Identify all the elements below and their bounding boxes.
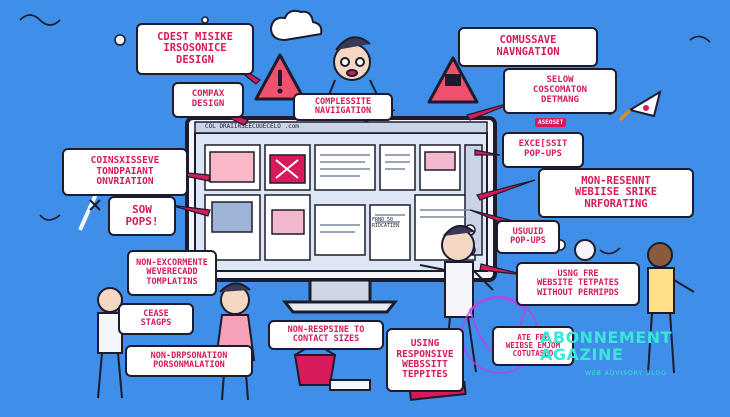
label-usng-fre: USNG FRE WEBSITE TETPATES WITHOUT PERMIP… — [516, 262, 640, 306]
label-non-excormente: NON-EXCORMENTE WEVERECADD TOMPLATINS — [127, 250, 217, 296]
label-coinsxissseve: COINSXISSEVE TONDPAIANT ONVRIATION — [62, 148, 188, 196]
warning-triangle-left-icon — [254, 53, 306, 101]
person-center-top — [324, 36, 383, 106]
browser-address-text: COL DRAIIRSEECUUECELO .com — [205, 123, 299, 130]
person-center-bottom — [419, 225, 494, 373]
browser-content — [204, 144, 483, 261]
rocket-icon — [618, 89, 662, 122]
person-right-edge — [647, 242, 695, 374]
label-sow-pops: SOW POPS! — [108, 196, 176, 236]
label-complessite-navigation: COMPLESSITE NAVIIGATION — [293, 93, 393, 121]
label-using-responsive: USING RESPONSIVE WEBSSITT TEPPITES — [386, 328, 464, 392]
label-ate-fre: ATE FRE WEIBSE EMJOM COTUTASED — [492, 326, 574, 366]
person-left-bottom — [214, 282, 256, 401]
label-comussave-navigation: COMUSSAVE NAVNGATION — [458, 27, 598, 67]
label-compax-design: COMPAX DESIGN — [172, 82, 244, 118]
label-usuuid-popups: USUUID POP-UPS — [496, 220, 560, 254]
browser-badge: ASEOSET — [535, 118, 567, 127]
label-non-drpsonation: NON-DRPSONATION PORSONMALATION — [125, 345, 253, 377]
warning-triangle-right-icon — [427, 56, 479, 104]
label-excessit-popups: EXCE[SSIT POP-UPS — [502, 132, 584, 168]
watermark-subtitle: WEB ADVISORY BLOG — [585, 370, 667, 377]
label-mon-resennt: MON-RESENNT WEBIISE SRIKE NRFORATING — [538, 168, 694, 218]
label-non-respsine: NON-RESPSINE TO CONTACT SIZES — [268, 320, 384, 350]
cloud-icon — [269, 9, 323, 42]
label-cdest-misike: CDEST MISIKE IRSOSONICE DESIGN — [136, 23, 254, 75]
cross-mark-icon — [89, 199, 101, 211]
label-cease-stagps: CEASE STAGPS — [118, 303, 194, 335]
label-selow-coscomaton: SELOW COSCOMATON DETMANG — [503, 68, 617, 114]
watermark-title: ABONNEMENT AGAZINE — [540, 328, 673, 364]
browser-card-caption: FRNO 50 RIDCATIEN — [372, 217, 400, 229]
